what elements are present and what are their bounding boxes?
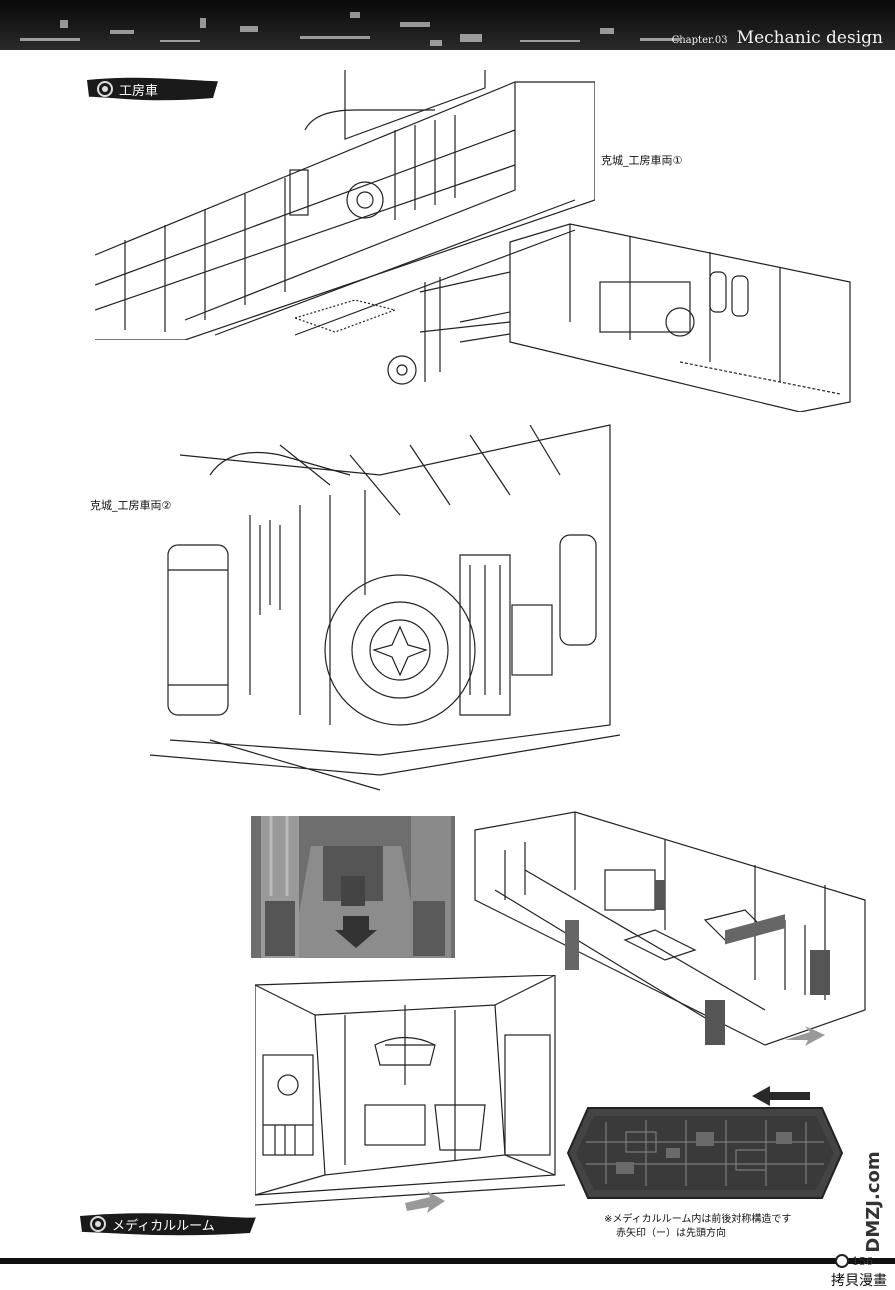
arrow-left-icon [752, 1086, 810, 1106]
line-art-illustration [474, 811, 866, 1046]
brush-stroke-icon [79, 1213, 257, 1236]
line-art-illustration [387, 223, 851, 412]
chapter-title: Mechanic design [736, 28, 883, 48]
front-direction-arrow [752, 1085, 812, 1107]
workshop-car-drawing-2 [380, 222, 860, 412]
source-stamp: 拷貝漫畫 [831, 1273, 887, 1289]
caption-workshop-1: 克城_工房車両① [601, 154, 683, 167]
line-art-illustration [95, 70, 595, 340]
footer-rule [0, 1258, 895, 1264]
watermark-text: DMZJ.com [865, 1151, 884, 1252]
medical-room-drawing-2 [255, 975, 565, 1220]
medical-note: ※メディカルルーム内は前後対称構造です 赤矢印（ー）は先頭方向 [604, 1213, 791, 1241]
section-title-text: 工房車 [119, 83, 159, 99]
workshop-car-drawing-3 [150, 395, 620, 795]
brush-stroke-icon [87, 77, 219, 101]
section-bullet-icon [97, 81, 113, 97]
direction-arrow-icon [785, 1026, 825, 1046]
grunge-texture [20, 12, 680, 46]
line-art-illustration [255, 975, 565, 1213]
page-ring-icon [835, 1254, 849, 1268]
section-title-text: メディカルルーム [112, 1218, 215, 1234]
3d-render-illustration [251, 816, 455, 958]
chapter-label: Chapter.03 [671, 35, 728, 46]
section-title-medical: メディカルルーム [78, 1211, 258, 1237]
note-line-2: 赤矢印（ー）は先頭方向 [616, 1228, 726, 1239]
direction-arrow-icon [335, 916, 377, 948]
note-line-1: ※メディカルルーム内は前後対称構造です [604, 1214, 792, 1225]
header-band: Chapter.03 Mechanic design [0, 0, 895, 50]
medical-room-drawing-1 [465, 810, 875, 1050]
watermark-logo-icon: DMZJ.com [863, 1151, 884, 1252]
medical-room-overview-render [566, 1102, 844, 1204]
page-number: 156 [852, 1254, 873, 1268]
workshop-car-drawing-1 [95, 70, 595, 340]
chapter-heading: Chapter.03 Mechanic design [672, 28, 883, 48]
section-title-workshop: 工房車 [85, 76, 220, 102]
page-number-group: 156 [835, 1254, 873, 1268]
medical-room-render [251, 816, 455, 958]
section-bullet-icon [90, 1216, 106, 1232]
caption-workshop-2: 克城_工房車両② [90, 499, 172, 512]
site-watermark: DMZJ.com [863, 1145, 893, 1260]
3d-render-illustration [566, 1107, 844, 1199]
line-art-illustration [150, 424, 620, 791]
direction-arrow-icon [405, 1191, 445, 1213]
